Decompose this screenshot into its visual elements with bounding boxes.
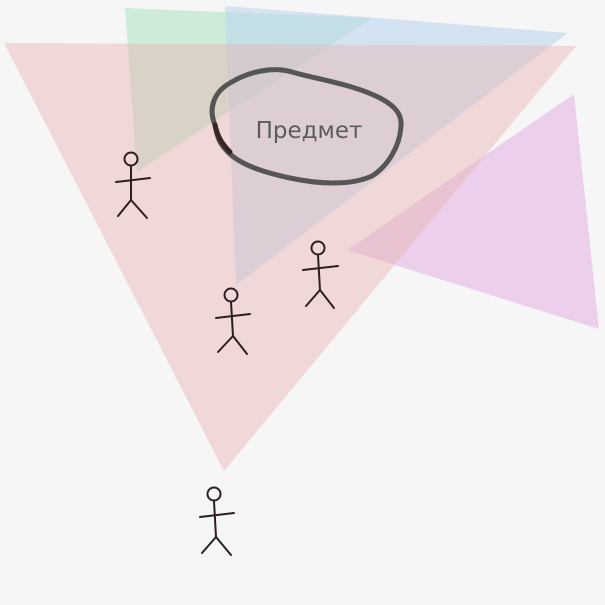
person-bottom-icon — [199, 486, 235, 556]
person-left-icon — [115, 151, 151, 219]
view-cone-magenta — [347, 94, 599, 329]
view-cone-red — [4, 43, 576, 471]
object-outline-dark-segment — [212, 122, 233, 155]
object-label: Предмет — [256, 118, 363, 144]
person-right-icon — [302, 240, 339, 309]
person-middle-icon — [215, 287, 251, 355]
object-outline — [209, 67, 404, 186]
